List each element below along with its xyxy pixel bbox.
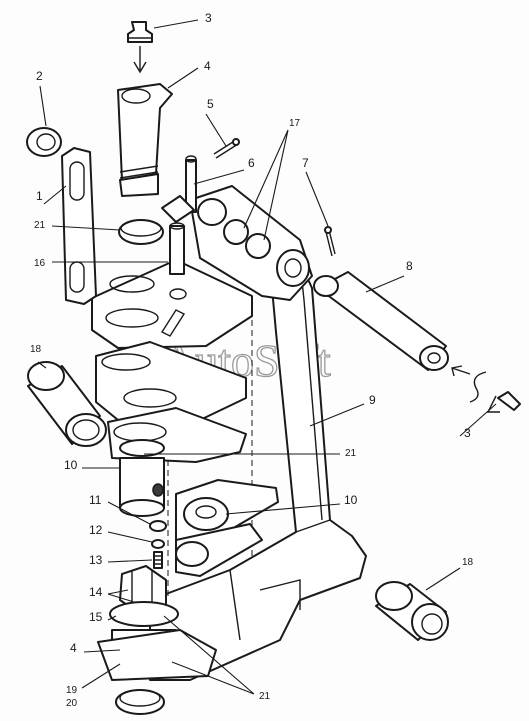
ring-washer <box>26 127 62 157</box>
callout-c16: 16 <box>34 258 46 269</box>
cotter-pin-7 <box>324 226 336 257</box>
seal-cap-bottom <box>115 689 165 715</box>
callout-labels: 3 4 2 5 17 6 7 1 21 16 8 18 9 3 21 10 11 10 12 13 18 14 15 4 19 2… <box>30 11 474 709</box>
shaft-8 <box>313 271 449 371</box>
callout-c19: 19 <box>66 685 78 696</box>
link-plate <box>61 147 97 305</box>
callout-c17: 17 <box>289 118 301 129</box>
bushing-top <box>117 83 173 197</box>
callout-c13: 13 <box>89 553 103 567</box>
bushing-18-right <box>375 581 449 641</box>
callout-c12: 12 <box>89 523 103 537</box>
callout-c2: 2 <box>36 69 43 83</box>
pin-with-handle <box>161 155 197 223</box>
lower-lug <box>175 479 279 577</box>
callout-c15: 15 <box>89 610 103 624</box>
upper-plate <box>91 259 253 349</box>
callout-c20: 20 <box>66 698 78 709</box>
washer-12 <box>151 539 165 549</box>
upper-lug-assembly <box>189 185 313 301</box>
callout-c4a: 4 <box>204 59 211 73</box>
nut-assembly <box>109 565 179 627</box>
callout-c21a: 21 <box>34 220 46 231</box>
callout-c3a: 3 <box>205 11 212 25</box>
grease-fitting-top <box>127 21 153 74</box>
seal-ring-upper <box>118 219 164 245</box>
callout-c21b: 21 <box>345 448 357 459</box>
callout-c1: 1 <box>36 189 43 203</box>
pin-16 <box>169 222 185 275</box>
bushing-18-left <box>27 361 107 447</box>
grease-fitting-right <box>451 365 521 413</box>
pivot-housing <box>149 261 367 681</box>
callout-c11: 11 <box>89 493 102 507</box>
callout-c4b: 4 <box>70 641 77 655</box>
callout-c6: 6 <box>248 156 255 170</box>
callout-c7: 7 <box>302 156 309 170</box>
callout-c10b: 10 <box>344 493 358 507</box>
callout-c21c: 21 <box>259 691 271 702</box>
cotter-pin-5 <box>213 138 240 159</box>
bushing-lower <box>97 629 217 681</box>
callout-c14: 14 <box>89 585 103 599</box>
leader-lines <box>37 19 497 695</box>
callout-c18a: 18 <box>30 344 42 355</box>
bolt-13 <box>153 551 163 569</box>
pin-10-left <box>119 439 165 517</box>
callout-c10a: 10 <box>64 458 78 472</box>
callout-c5: 5 <box>207 97 214 111</box>
callout-c3b: 3 <box>464 426 471 440</box>
callout-c8: 8 <box>406 259 413 273</box>
middle-plate <box>95 341 247 421</box>
callout-c18b: 18 <box>462 557 474 568</box>
washer-11 <box>149 520 167 532</box>
callout-c9: 9 <box>369 393 376 407</box>
